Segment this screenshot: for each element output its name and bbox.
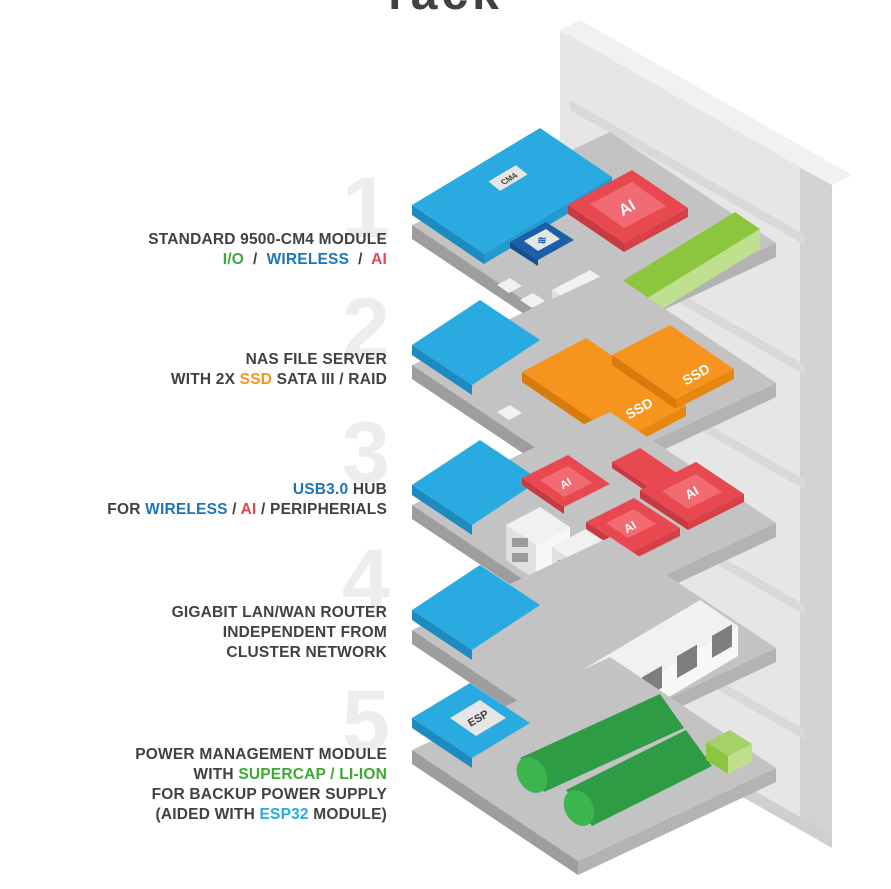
layer-5-label: POWER MANAGEMENT MODULE WITH SUPERCAP / L… (135, 745, 387, 825)
layer-number-1: 1 (342, 160, 390, 256)
layer-number-5: 5 (342, 673, 390, 769)
label-line: STANDARD 9500-CM4 MODULE (148, 230, 387, 250)
label-segment: WITH 2X (170, 371, 240, 388)
label-line: USB3.0 HUB (107, 480, 387, 500)
label-segment: AI (371, 251, 387, 268)
layer-3-module (412, 440, 540, 535)
label-segment: SSD (239, 371, 273, 388)
label-segment: CLUSTER NETWORK (226, 644, 387, 661)
label-segment: POWER MANAGEMENT MODULE (135, 746, 387, 763)
label-segment: HUB (348, 481, 387, 498)
label-segment: ESP32 (259, 806, 309, 823)
wireless-chip: ≋ (510, 222, 574, 266)
label-line: NAS FILE SERVER (171, 350, 387, 370)
esp-module: ESP (412, 683, 530, 768)
label-segment: MODULE) (308, 806, 387, 823)
ai-chip-label: AI (558, 476, 574, 492)
label-segment: WIRELESS (145, 501, 228, 518)
layer-2-label: NAS FILE SERVER WITH 2X SSD SATA III / RA… (171, 350, 387, 390)
label-segment: SATA III / RAID (272, 371, 387, 388)
supercap-battery-2 (563, 730, 712, 826)
label-segment: / PERIPHERIALS (256, 501, 387, 518)
ai-chip-label: AI (616, 197, 638, 220)
small-components-1 (497, 278, 545, 308)
layer-number-2: 2 (342, 281, 390, 377)
label-segment: FOR (107, 501, 146, 518)
label-segment: FOR BACKUP POWER SUPPLY (151, 786, 387, 803)
label-segment: (AIDED WITH (155, 806, 260, 823)
label-line: WITH SUPERCAP / LI-ION (135, 765, 387, 785)
label-segment: / (227, 501, 241, 518)
label-line: I/O / WIRELESS / AI (148, 250, 387, 270)
label-line: POWER MANAGEMENT MODULE (135, 745, 387, 765)
label-line: WITH 2X SSD SATA III / RAID (171, 370, 387, 390)
ssd-2: SSD (612, 325, 734, 409)
page-title: rack (0, 0, 891, 21)
label-line: (AIDED WITH ESP32 MODULE) (135, 805, 387, 825)
layer-4-label: GIGABIT LAN/WAN ROUTER INDEPENDENT FROM CL… (172, 603, 387, 663)
label-segment: / (244, 251, 267, 268)
label-line: GIGABIT LAN/WAN ROUTER (172, 603, 387, 623)
label-line: FOR WIRELESS / AI / PERIPHERIALS (107, 500, 387, 520)
layer-1-label: STANDARD 9500-CM4 MODULE I/O / WIRELESS /… (148, 230, 387, 270)
ai-chip-2: AI (522, 455, 610, 514)
ai-chip-4: AI (640, 462, 744, 530)
ai-chip-3 (612, 448, 678, 494)
label-segment: INDEPENDENT FROM (222, 624, 387, 641)
label-line: CLUSTER NETWORK (172, 643, 387, 663)
label-segment: WIRELESS (266, 251, 350, 268)
small-components-2 (497, 405, 522, 420)
supercap-battery-1 (516, 694, 684, 793)
layer-2-module (412, 300, 540, 395)
label-segment: GIGABIT LAN/WAN ROUTER (171, 604, 387, 621)
label-segment: AI (240, 501, 257, 518)
lime-component (706, 730, 752, 774)
label-segment: STANDARD 9500-CM4 MODULE (148, 231, 387, 248)
label-segment: / (349, 251, 372, 268)
ai-chip-label: AI (682, 483, 701, 502)
label-segment: I/O (222, 251, 245, 268)
wifi-icon: ≋ (537, 235, 546, 247)
layer-number-4: 4 (342, 532, 390, 628)
layer-number-3: 3 (342, 405, 390, 501)
label-segment: WITH (193, 766, 239, 783)
label-segment: NAS FILE SERVER (245, 351, 387, 368)
label-segment: SUPERCAP / LI-ION (238, 766, 387, 783)
ai-chip-1: AI (568, 170, 688, 252)
label-segment: USB3.0 (292, 481, 349, 498)
layer-4-module (412, 565, 540, 660)
label-line: INDEPENDENT FROM (172, 623, 387, 643)
label-line: FOR BACKUP POWER SUPPLY (135, 785, 387, 805)
